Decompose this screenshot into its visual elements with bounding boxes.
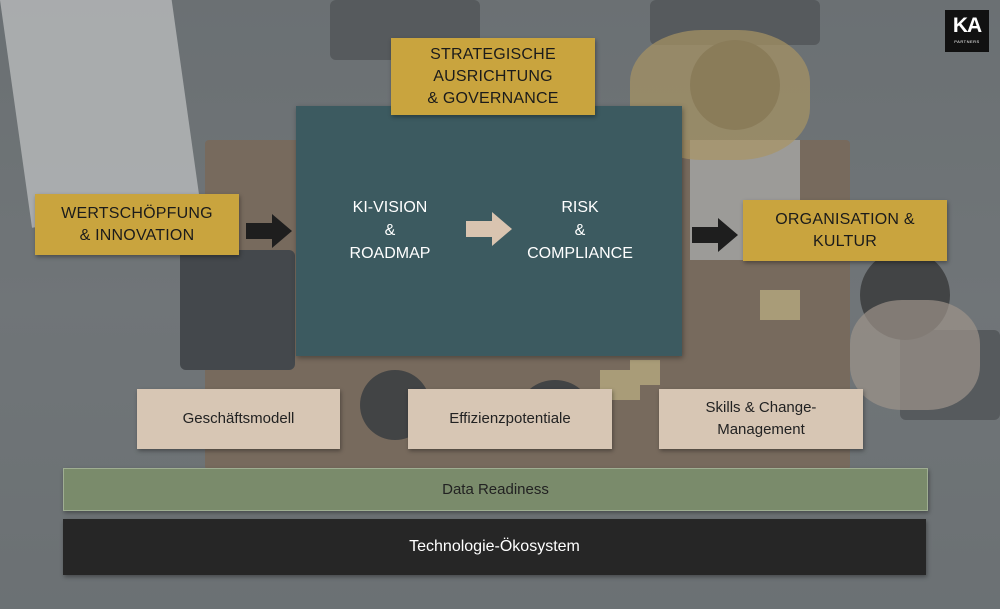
right-arrow-icon [692, 218, 738, 252]
organisation-box: ORGANISATION & KULTUR [743, 200, 947, 261]
company-logo: KA PARTNERS [945, 10, 989, 52]
pillar-label: Effizienzpotentiale [449, 410, 571, 427]
ki-vision-label: KI-VISION & ROADMAP [349, 199, 431, 262]
pillar-geschaeftsmodell: Geschäftsmodell [137, 389, 340, 449]
logo-text: KA [952, 14, 982, 37]
data-readiness-layer: Data Readiness [63, 468, 928, 511]
data-readiness-label: Data Readiness [442, 481, 549, 498]
risk-compliance-label: RISK & COMPLIANCE [527, 199, 633, 262]
pillar-skills-change: Skills & Change- Management [659, 389, 863, 449]
technology-layer: Technologie-Ökosystem [63, 519, 926, 575]
governance-label: STRATEGISCHE AUSRICHTUNG & GOVERNANCE [427, 45, 559, 107]
pillar-label: Skills & Change- Management [705, 399, 817, 438]
pillar-label: Geschäftsmodell [182, 410, 295, 427]
governance-box: STRATEGISCHE AUSRICHTUNG & GOVERNANCE [391, 38, 595, 115]
organisation-label: ORGANISATION & KULTUR [775, 210, 915, 250]
logo-subtext: PARTNERS [954, 39, 980, 44]
pillar-effizienzpotentiale: Effizienzpotentiale [408, 389, 612, 449]
technology-label: Technologie-Ökosystem [409, 538, 580, 555]
left-arrow-icon [246, 214, 292, 248]
wertschoepfung-label: WERTSCHÖPFUNG & INNOVATION [61, 204, 213, 244]
inner-arrow-icon [466, 212, 512, 246]
wertschoepfung-box: WERTSCHÖPFUNG & INNOVATION [35, 194, 239, 255]
